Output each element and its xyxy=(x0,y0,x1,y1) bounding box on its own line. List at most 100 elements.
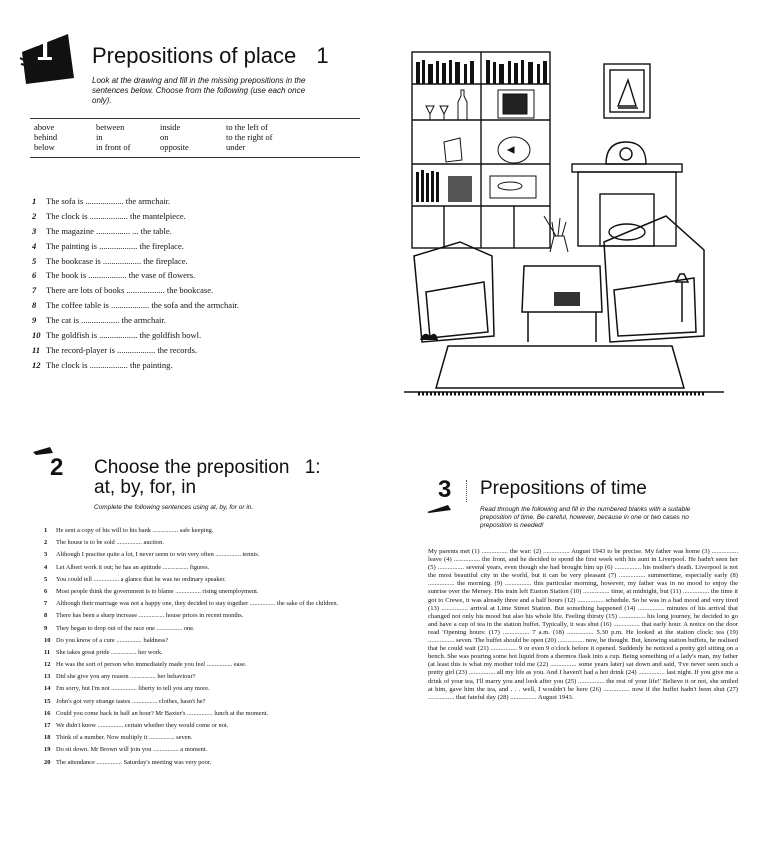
list-item: 10 The goldfish is .................. the… xyxy=(32,328,362,343)
section-3-title: Prepositions of time xyxy=(480,478,647,499)
section-2-badge-mark-icon xyxy=(33,447,53,455)
list-item: 5 The bookcase is .................. the … xyxy=(32,254,362,269)
list-item: 4 Let Albert work it out; he has an aptit… xyxy=(44,564,364,572)
item-text: He sent a copy of his will to his bank .… xyxy=(56,527,214,534)
item-text: There has been a sharp increase ........… xyxy=(56,612,244,620)
living-room-illustration xyxy=(404,51,724,396)
item-number: 10 xyxy=(44,636,51,644)
section-1-badge-graphic xyxy=(19,34,74,84)
list-item: 19 Do sit down. Mr Brown will join you ..… xyxy=(44,746,364,754)
item-number: 4 xyxy=(32,240,37,251)
item-text: The painting is .................. the f… xyxy=(46,240,184,251)
list-item: 12 The clock is .................. the pa… xyxy=(32,358,362,373)
item-text: They began to drop out of the race one .… xyxy=(56,624,195,632)
item-number: 10 xyxy=(32,330,41,341)
section-3-instructions: Read through the following and fill in t… xyxy=(480,506,691,529)
item-number: 12 xyxy=(32,359,41,370)
list-item: 4 The painting is .................. the … xyxy=(32,239,362,254)
list-item: 2 The clock is .................. the man… xyxy=(32,209,362,224)
item-number: 9 xyxy=(32,315,37,326)
item-number: 6 xyxy=(32,270,37,281)
item-text: You could tell ................ a glance… xyxy=(56,575,226,583)
item-text: The clock is .................. the pain… xyxy=(46,359,173,370)
section-3-number: 3 xyxy=(438,476,452,503)
item-text: Let Albert work it out; he has an aptitu… xyxy=(56,563,210,571)
list-item: 2 The house is to be sold ...............… xyxy=(44,539,364,547)
item-text: Most people think the government is to b… xyxy=(56,587,259,595)
item-number: 11 xyxy=(32,344,41,355)
item-number: 8 xyxy=(32,300,37,311)
item-number: 13 xyxy=(44,673,51,681)
word-option: to the left of xyxy=(226,122,268,132)
section-2-title-line2: at, by, for, in xyxy=(94,477,197,498)
item-text: Do you know of a cure ................ b… xyxy=(56,636,169,644)
item-text: The book is .................. the vase … xyxy=(46,270,196,281)
section-3-title-divider xyxy=(466,480,467,502)
word-column-1: above behind below xyxy=(34,122,57,152)
item-text: Although I practise quite a lot, I never… xyxy=(56,551,260,559)
word-option: opposite xyxy=(160,142,189,152)
item-number: 5 xyxy=(32,255,37,266)
item-text: The cat is .................. the armcha… xyxy=(46,315,166,326)
section-1-title-number: 1 xyxy=(316,43,329,68)
list-item: 14 I'm sorry, but I'm not ...............… xyxy=(44,685,364,693)
section-1-instructions: Look at the drawing and fill in the miss… xyxy=(92,76,306,105)
item-number: 2 xyxy=(44,539,48,547)
word-option: in front of xyxy=(96,142,131,152)
word-option: above xyxy=(34,122,55,132)
word-column-2: between in in front of xyxy=(96,122,130,152)
item-text: The attendance ................ Saturday… xyxy=(56,758,212,766)
item-text: The sofa is .................. the armch… xyxy=(46,196,171,206)
item-number: 2 xyxy=(32,210,37,221)
item-text: The bookcase is .................. the f… xyxy=(46,255,188,266)
word-column-3: inside on opposite xyxy=(160,122,189,152)
word-column-4: to the left of to the right of under xyxy=(226,122,273,152)
item-number: 1 xyxy=(32,196,37,206)
item-number: 7 xyxy=(32,285,37,296)
list-item: 13 Did she give you any reason ..........… xyxy=(44,673,364,681)
item-number: 4 xyxy=(44,563,48,571)
word-option: below xyxy=(34,142,55,152)
item-text: Did she give you any reason ............… xyxy=(56,673,196,681)
item-number: 19 xyxy=(44,746,51,754)
item-text: The magazine ................ ... the ta… xyxy=(46,225,172,236)
item-number: 20 xyxy=(44,758,51,766)
list-item: 8 There has been a sharp increase .......… xyxy=(44,612,364,620)
section-2-title-number: 1: xyxy=(304,457,321,478)
item-text: The house is to be sold ................… xyxy=(56,539,164,547)
section-2-title: Choose the preposition 1: at, by, for, i… xyxy=(94,458,321,498)
word-option: under xyxy=(226,142,246,152)
list-item: 7 There are lots of books ...............… xyxy=(32,283,362,298)
item-text: Do sit down. Mr Brown will join you ....… xyxy=(56,746,208,754)
list-item: 9 The cat is .................. the armch… xyxy=(32,313,362,328)
item-text: There are lots of books ................… xyxy=(46,285,214,296)
section-2-number: 2 xyxy=(50,454,64,481)
item-number: 12 xyxy=(44,661,51,669)
item-text: Think of a number. Now multiply it .....… xyxy=(56,734,193,742)
list-item: 1 The sofa is .................. the armc… xyxy=(32,194,362,209)
item-text: I'm sorry, but I'm not ................ … xyxy=(56,685,210,693)
section-1-title-text: Prepositions of place xyxy=(92,43,297,68)
item-number: 14 xyxy=(44,685,51,693)
item-text: Could you come back in half an hour? Mr … xyxy=(56,709,269,717)
section-1-sentence-list: 1 The sofa is .................. the armc… xyxy=(32,194,362,373)
section-2-instructions: Complete the following sentences using a… xyxy=(94,504,254,511)
item-text: The clock is .................. the mant… xyxy=(46,210,186,221)
item-number: 7 xyxy=(44,600,48,608)
section-3-passage: My parents met (1) ................ the … xyxy=(428,548,738,701)
item-number: 6 xyxy=(44,587,48,595)
item-number: 15 xyxy=(44,697,51,705)
list-item: 10 Do you know of a cure ................… xyxy=(44,637,364,645)
item-text: The goldfish is .................. the g… xyxy=(46,330,202,341)
item-number: 8 xyxy=(44,612,48,620)
word-option: on xyxy=(160,132,169,142)
